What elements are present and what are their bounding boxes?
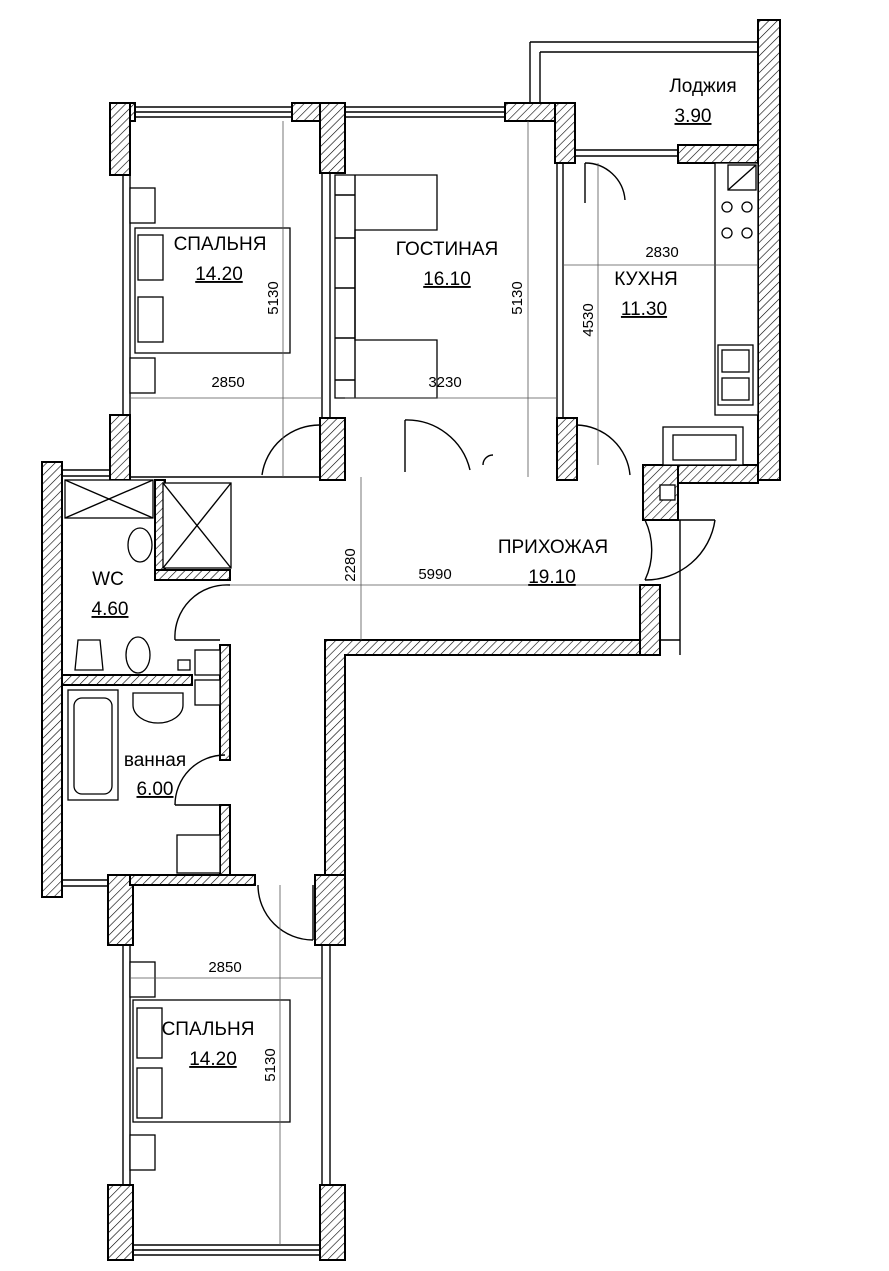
room-labels: Лоджия 3.90 СПАЛЬНЯ 14.20 ГОСТИНАЯ 16.10… [92,76,737,1070]
nightstand [129,961,156,998]
burner [741,227,753,239]
room-area-loggia: 3.90 [675,106,712,127]
toilet [125,636,151,674]
room-area-bedroom-top: 14.20 [195,264,243,285]
room-area-kitchen: 11.30 [621,299,667,320]
room-area-wc: 4.60 [92,599,129,620]
wall-bath-right [219,644,231,761]
dim-bedroom-bottom-height: 5130 [262,1048,279,1081]
wall-kitchen-left-lower [556,417,578,481]
dim-bedroom-top-width: 2850 [211,374,244,391]
door-entrance-arc [644,519,716,581]
burner [721,227,733,239]
shaft-box [194,679,221,706]
dimension-labels: 5130 2850 5130 3230 2830 4530 2280 5990 … [208,244,678,1082]
shaft [659,484,676,501]
wall-loggia-kitchen [677,144,759,164]
room-name-hall: ПРИХОЖАЯ [498,537,608,558]
wall-hall-bottom [324,639,641,876]
room-name-living: ГОСТИНАЯ [396,239,498,260]
furniture [64,162,759,1171]
closet-line [162,482,232,569]
room-area-bathroom: 6.00 [137,779,174,800]
wall-bedroom-bottom-top-right [314,874,346,946]
dim-hall-length: 5990 [418,566,451,583]
bath-washbasin [132,692,184,724]
wc-cistern [74,639,104,671]
shaft-box [194,649,221,676]
nightstand [129,357,156,394]
wall-living-right [554,102,576,164]
room-name-bedroom-top: СПАЛЬНЯ [174,234,267,255]
door-kitchen [576,424,631,476]
room-name-bathroom: ванная [124,750,186,771]
wall-bedroom-top-left-lower [109,414,131,481]
burner [741,201,753,213]
wall-wc-bath-partition [61,674,193,686]
burner [721,201,733,213]
wall-wc-bottom-right [154,569,231,581]
room-name-loggia: Лоджия [669,76,736,97]
dim-kitchen-height: 4530 [580,303,597,336]
room-area-bedroom-bottom: 14.20 [189,1049,237,1070]
shower-line [64,479,154,519]
nightstand [129,187,156,224]
room-name-kitchen: КУХНЯ [614,269,677,290]
wall-bedroom-bottom-top-left [107,874,134,946]
door-living-right [482,454,494,466]
room-name-wc: WC [92,569,124,590]
sofa [334,174,438,399]
door-bedroom-bottom [257,884,314,941]
dimension-lines [130,121,758,1245]
wall-bedroom-living-partition [319,102,346,174]
pillow [137,234,164,281]
pillow [136,1067,163,1119]
door-loggia [584,162,626,201]
door-wc [174,584,231,641]
wall-hall-right [639,584,661,656]
kitchen-line [727,164,757,191]
wall-bedroom-bottom-right [319,1184,346,1261]
dim-bedroom-bottom-width: 2850 [208,959,241,976]
door-bath [174,754,226,806]
door-living-left [404,419,471,471]
dim-kitchen-width: 2830 [645,244,678,261]
dim-living-height: 5130 [509,281,526,314]
wall-bath-exterior [41,461,63,898]
room-area-living: 16.10 [423,269,471,290]
room-area-hall: 19.10 [528,567,576,588]
wall-exterior-right [757,19,781,481]
bath-box [176,834,221,874]
wall-partition-lower [319,417,346,481]
bathtub-inner [73,697,113,795]
walls [41,19,781,1261]
wall-bedroom-top-left [109,102,131,176]
dim-bedroom-top-height: 5130 [265,281,282,314]
door-entrance [644,519,653,581]
sink-bowl [721,349,750,373]
fridge-inner [672,434,737,461]
pillow [137,296,164,343]
wall-bedroom-bottom-top [129,874,256,886]
nightstand [129,1134,156,1171]
sink-bowl [721,377,750,401]
room-name-bedroom-bottom: СПАЛЬНЯ [162,1019,255,1040]
wc-washbasin [127,527,153,563]
doors [174,162,716,941]
small-box [177,659,191,671]
wall-bedroom-bottom-left [107,1184,134,1261]
dim-hall-height: 2280 [342,548,359,581]
pillow [136,1007,163,1059]
wall-bath-right-lower [219,804,231,876]
door-bedroom-top [261,424,321,476]
dim-living-width: 3230 [428,374,461,391]
